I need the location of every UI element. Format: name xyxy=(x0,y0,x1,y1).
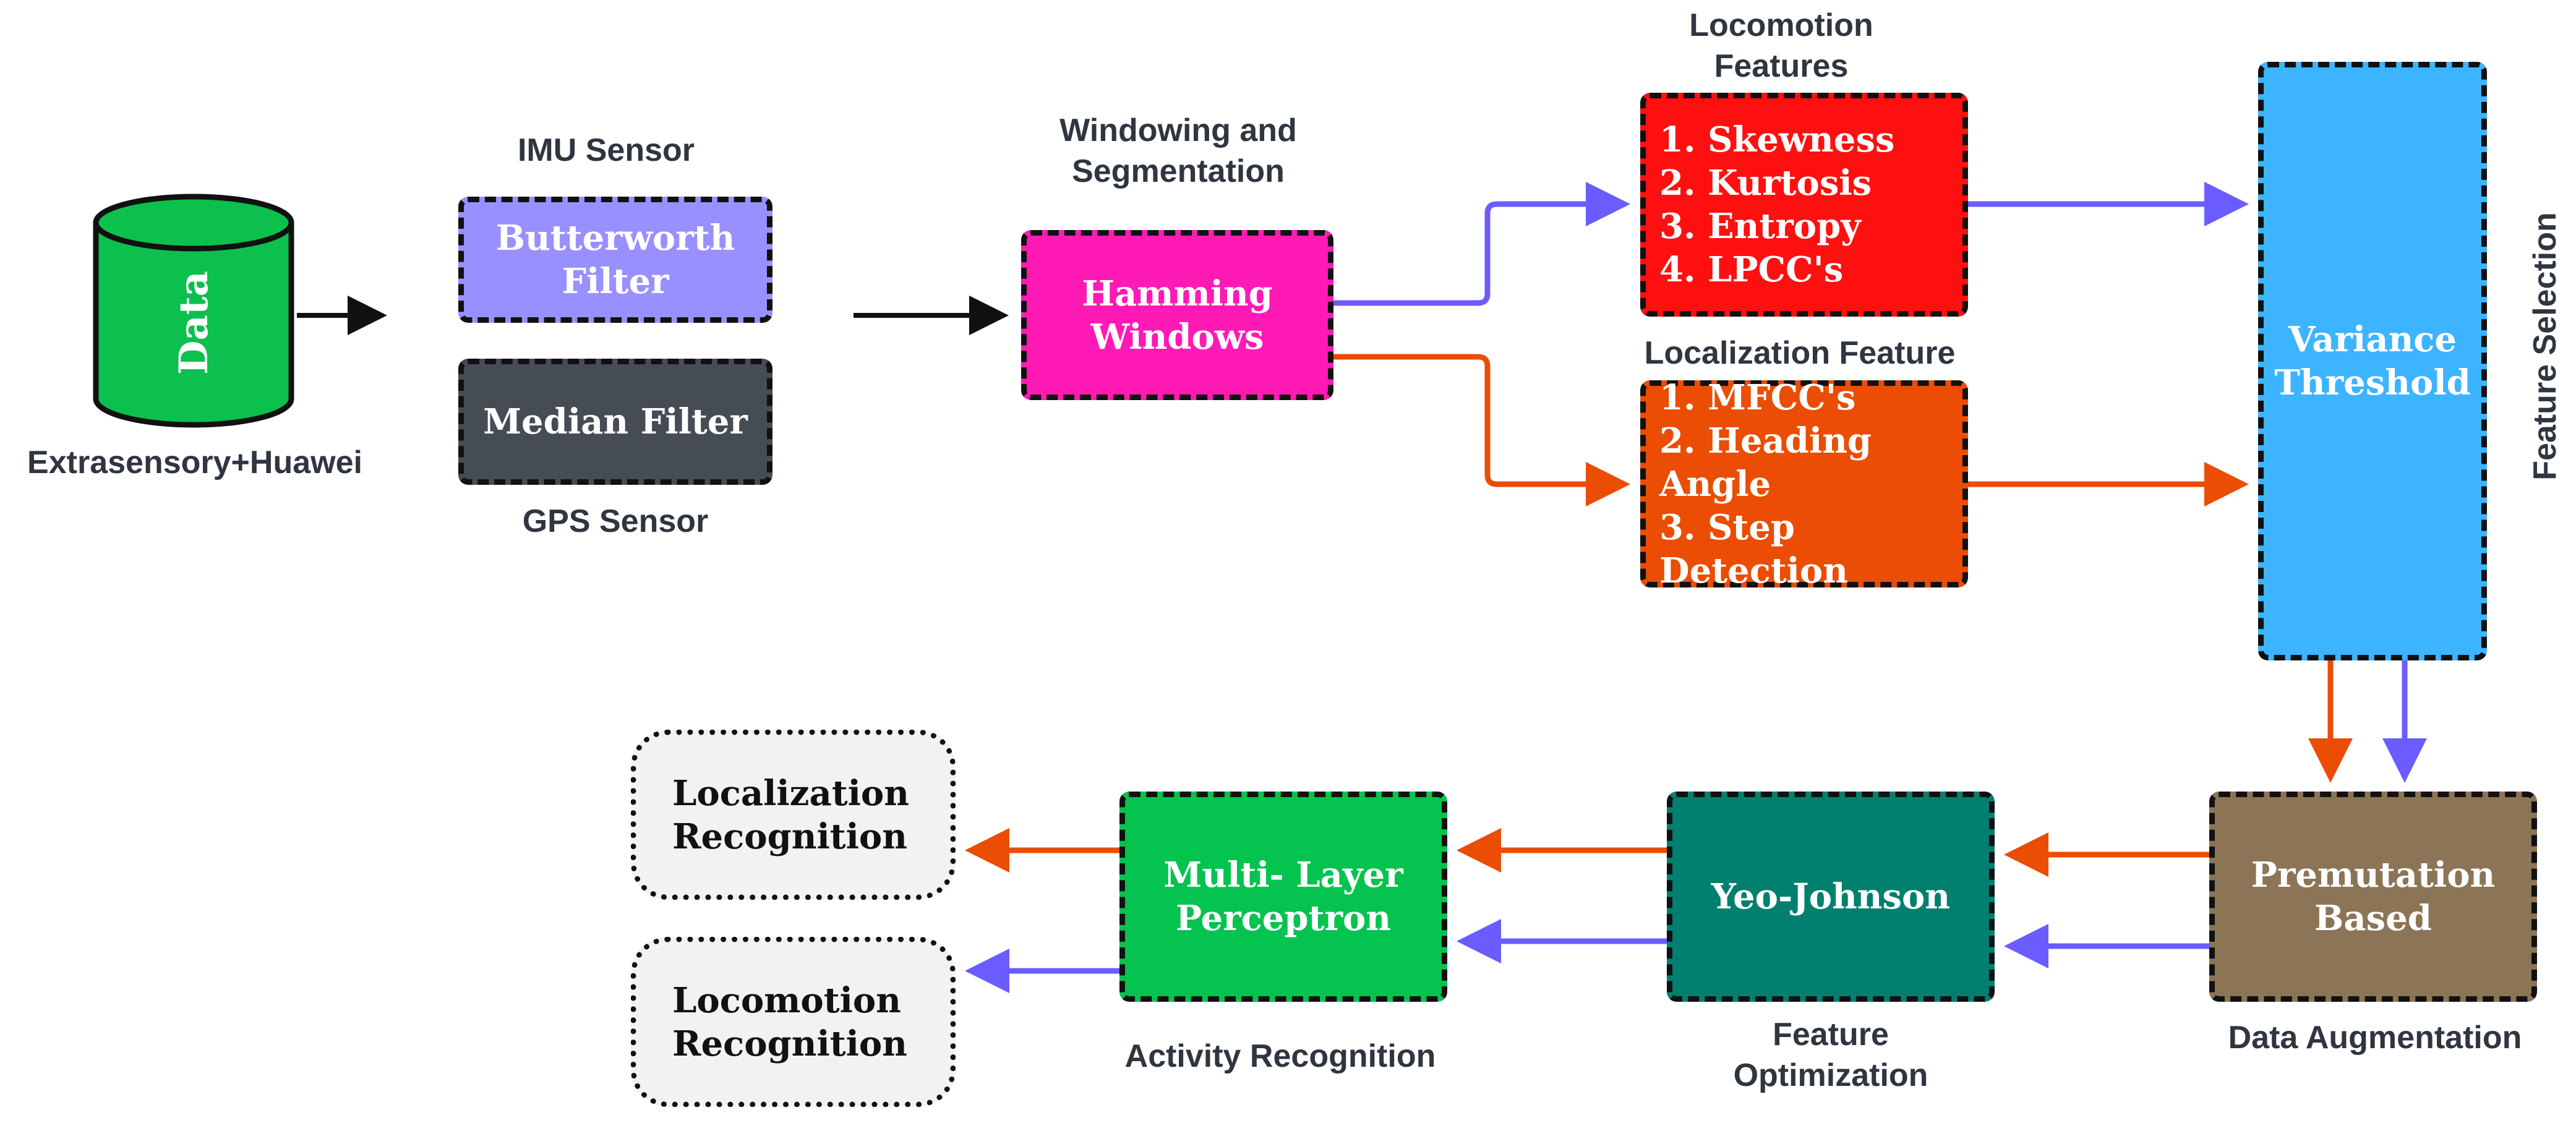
locomotion-feature-item: 4. LPCC's xyxy=(1659,249,1844,290)
yeo-johnson-box: Yeo-Johnson xyxy=(1667,792,1995,1002)
activity-recognition-label: Activity Recognition xyxy=(1124,1038,1436,1074)
localization-feature-label: Localization Feature xyxy=(1644,335,1956,371)
data-augmentation-label: Data Augmentation xyxy=(2228,1020,2522,1056)
feature-selection-label-wrap: Feature Selection xyxy=(2527,212,2563,480)
hamming-windows-box: Hamming Windows xyxy=(1021,230,1333,400)
locomotion-features-label: Locomotion Features xyxy=(1689,7,1873,84)
feature-selection-label: Feature Selection xyxy=(2527,212,2563,480)
data-cylinder: Data xyxy=(93,194,294,428)
windowing-label: Windowing and Segmentation xyxy=(1059,113,1297,189)
data-cylinder-label: Data xyxy=(171,271,217,375)
arrow-windowing-to-localization xyxy=(1333,354,1630,506)
locomotion-feature-item: 3. Entropy xyxy=(1659,206,1861,247)
premutation-based-box: Premutation Based xyxy=(2209,792,2537,1002)
butterworth-filter-box: Butterworth Filter xyxy=(458,197,772,323)
locomotion-features-box: 1. Skewness 2. Kurtosis 3. Entropy 4. LP… xyxy=(1640,93,1968,317)
localization-recognition-output: Localization Recognition xyxy=(631,730,956,900)
data-source-caption: Extrasensory+Huawei xyxy=(27,445,362,480)
locomotion-feature-item: 1. Skewness xyxy=(1659,119,1895,160)
imu-sensor-label: IMU Sensor xyxy=(517,132,695,168)
locomotion-recognition-output: Locomotion Recognition xyxy=(631,937,956,1107)
feature-optimization-label: Feature Optimization xyxy=(1733,1017,1928,1093)
localization-feature-box: 1. MFCC's 2. Heading Angle 3. Step Detec… xyxy=(1640,377,1968,591)
localization-feature-item: 1. MFCC's xyxy=(1659,377,1856,418)
multi-layer-perceptron-box: Multi- Layer Perceptron xyxy=(1119,792,1447,1002)
gps-sensor-label: GPS Sensor xyxy=(522,503,709,539)
variance-threshold-box: Variance Threshold xyxy=(2258,62,2487,660)
localization-feature-item: 3. Step Detection xyxy=(1659,506,1848,591)
median-filter-box: Median Filter xyxy=(458,359,772,485)
arrow-windowing-to-locomotion xyxy=(1333,182,1630,306)
localization-feature-item: 2. Heading Angle xyxy=(1659,420,1872,505)
locomotion-feature-item: 2. Kurtosis xyxy=(1659,163,1872,203)
